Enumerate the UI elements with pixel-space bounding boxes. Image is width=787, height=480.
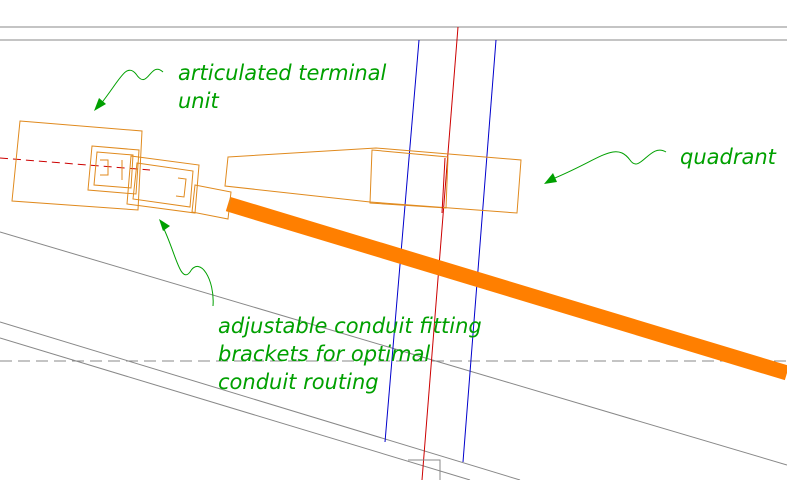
bottom-structure: [408, 459, 441, 480]
quadrant-leader: [549, 149, 667, 181]
annotation-arrowheads: [94, 98, 557, 231]
label-brackets-line2: brackets for optimal: [218, 342, 430, 366]
top-border-lines: [0, 26, 787, 41]
quadrant: [224, 147, 522, 214]
label-terminal-line2: unit: [178, 89, 219, 113]
label-brackets-line1: adjustable conduit fitting: [218, 314, 482, 338]
annotation-leaders: [99, 68, 667, 307]
label-terminal-line1: articulated terminal: [178, 61, 387, 85]
conduit-fitting-brackets: [87, 145, 232, 220]
slope-lines: [0, 231, 787, 480]
track-rails: [384, 39, 497, 463]
conduit: [225, 196, 787, 381]
label-quadrant: quadrant: [680, 145, 777, 169]
terminal-leader: [99, 68, 164, 106]
articulated-terminal-unit: [11, 120, 143, 211]
red-centerline: [0, 26, 459, 480]
label-brackets-line3: conduit routing: [218, 370, 379, 394]
brackets-leader: [161, 224, 214, 307]
